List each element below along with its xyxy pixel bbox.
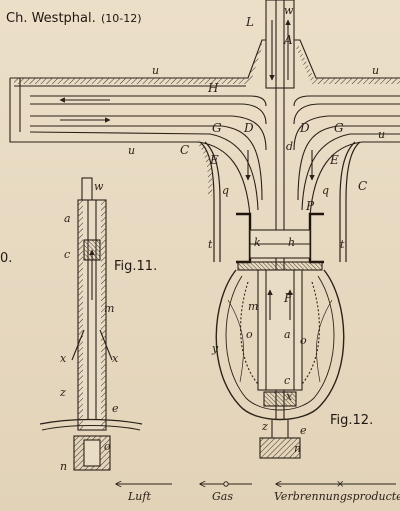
fig12-label-z: z xyxy=(261,420,268,433)
fig12-label-t-right: t xyxy=(340,238,345,251)
fig12-vertical-tube xyxy=(265,0,295,89)
fig11-label-a: a xyxy=(64,212,71,225)
fig12-label-o-left: o xyxy=(246,328,253,341)
fig11-label-x-left: x xyxy=(60,352,67,365)
edge-fragment-text: 0. xyxy=(0,251,12,266)
legend-combustion-label: Verbrennungsproducte xyxy=(274,490,400,503)
fig12-label-m: m xyxy=(248,300,258,313)
fig12-label-D-left: D xyxy=(243,121,254,135)
fig12-label-q-left: q xyxy=(222,184,229,197)
fig12-label-o-right: o xyxy=(300,334,307,347)
fig11-label-e: e xyxy=(112,402,119,415)
fig12-label-u-top-left: u xyxy=(152,64,159,77)
fig11-label-n: n xyxy=(60,460,67,473)
fig12-label-L: L xyxy=(245,15,254,29)
fig12-label-y: y xyxy=(211,342,219,355)
fig11-label-m: m xyxy=(104,302,114,315)
fig11-drawing xyxy=(39,177,143,471)
fig12-drawing xyxy=(9,0,400,459)
fig12-label-F: F xyxy=(283,291,293,305)
fig12-label-C-right: C xyxy=(358,179,367,193)
flow-legend: Luft Gas × Verbrennungsproducte xyxy=(116,479,400,503)
fig12-label-d: d xyxy=(286,140,293,153)
fig12-label-G-right: G xyxy=(334,121,344,135)
plate-figure-range: (10-12) xyxy=(101,12,142,25)
fig12-label-x: x xyxy=(286,390,293,403)
fig12-label-k: k xyxy=(254,236,261,249)
plate-header: Ch. Westphal. (10-12) xyxy=(6,11,142,26)
fig11-label-z: z xyxy=(59,386,66,399)
fig12-label-E-right: E xyxy=(329,153,339,167)
legend-combustion: × Verbrennungsproducte xyxy=(274,479,400,503)
fig12-label-A: A xyxy=(283,33,293,47)
legend-gas: Gas xyxy=(200,482,252,503)
legend-gas-label: Gas xyxy=(212,490,233,503)
fig12-label-a: a xyxy=(284,328,291,341)
fig12-label-C-left: C xyxy=(180,143,189,157)
fig12-label-u-top-right: u xyxy=(372,64,379,77)
fig12-base-block xyxy=(259,437,301,459)
fig12-label-w: w xyxy=(284,4,294,17)
legend-air-label: Luft xyxy=(127,490,151,503)
plate-title: Ch. Westphal. xyxy=(6,11,96,26)
fig12-label-G-left: G xyxy=(212,121,222,135)
legend-gas-dot-icon xyxy=(223,481,229,487)
fig12-label-u-left: u xyxy=(128,144,135,157)
fig12-left-arm-hatching xyxy=(14,42,262,84)
fig12-glass-bulb xyxy=(215,269,345,421)
fig12-label-t-left: t xyxy=(208,238,213,251)
fig11-caption: Fig.11. xyxy=(114,259,157,274)
fig12-label-H: H xyxy=(207,81,219,95)
fig11-label-x-right: x xyxy=(112,352,119,365)
fig12-label-u-right: u xyxy=(378,128,385,141)
fig12-label-E-left: E xyxy=(209,153,219,167)
fig12-label-n: n xyxy=(294,442,301,455)
fig11-labels: w a c m x x z e o n Fig.11. xyxy=(59,180,157,473)
fig12-labels: w L A u u H G D D G u u C C E E d q q t … xyxy=(128,4,385,455)
legend-combustion-cross-icon: × xyxy=(336,479,344,490)
fig12-label-D-right: D xyxy=(299,121,310,135)
fig12-label-c: c xyxy=(284,374,290,387)
fig11-label-c: c xyxy=(64,248,70,261)
fig12-label-P: P xyxy=(305,199,315,213)
fig12-label-e: e xyxy=(300,424,307,437)
fig12-caption: Fig.12. xyxy=(330,413,373,428)
fig11-label-o: o xyxy=(104,440,111,453)
legend-air: Luft xyxy=(116,484,172,503)
fig12-right-arm-hatching xyxy=(296,44,400,84)
fig12-label-q-right: q xyxy=(322,184,329,197)
fig12-label-h: h xyxy=(288,236,295,249)
fig11-label-w: w xyxy=(94,180,104,193)
